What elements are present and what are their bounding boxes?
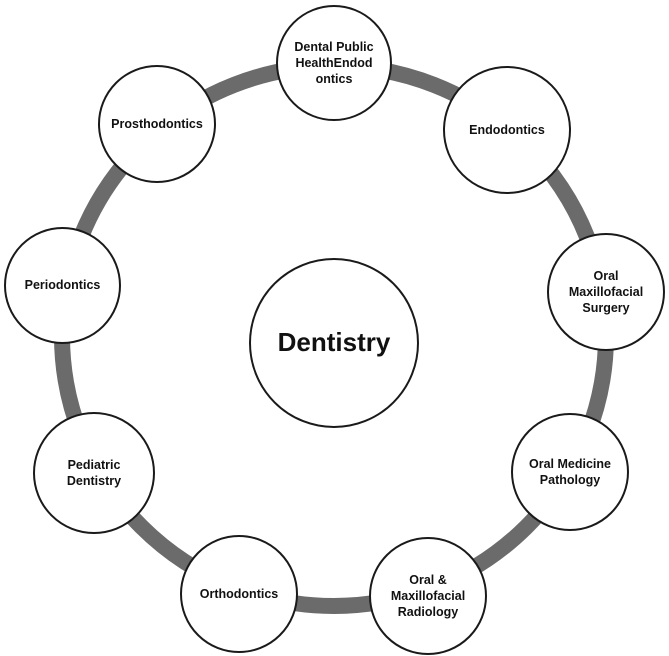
center-node-dentistry: Dentistry: [249, 258, 419, 428]
node-pediatric-dentistry: Pediatric Dentistry: [33, 412, 155, 534]
node-label-oral-maxillofacial-surgery: Oral Maxillofacial Surgery: [568, 268, 644, 316]
node-label-periodontics: Periodontics: [24, 278, 101, 293]
node-oral-medicine-pathology: Oral Medicine Pathology: [511, 413, 629, 531]
node-label-prosthodontics: Prosthodontics: [111, 116, 203, 131]
node-label-orthodontics: Orthodontics: [199, 586, 279, 601]
node-oral-maxillofacial-radiology: Oral & Maxillofacial Radiology: [369, 537, 487, 655]
node-label-dental-public-health: Dental Public HealthEndod ontics: [294, 39, 374, 87]
node-label-endodontics: Endodontics: [469, 122, 545, 137]
node-label-oral-medicine-pathology: Oral Medicine Pathology: [529, 456, 611, 487]
node-orthodontics: Orthodontics: [180, 535, 298, 653]
node-label-pediatric-dentistry: Pediatric Dentistry: [66, 457, 122, 488]
node-oral-maxillofacial-surgery: Oral Maxillofacial Surgery: [547, 233, 665, 351]
node-endodontics: Endodontics: [443, 66, 571, 194]
node-label-oral-maxillofacial-radiology: Oral & Maxillofacial Radiology: [390, 572, 466, 620]
node-periodontics: Periodontics: [4, 227, 121, 344]
center-label: Dentistry: [277, 327, 391, 358]
node-prosthodontics: Prosthodontics: [98, 65, 216, 183]
node-dental-public-health: Dental Public HealthEndod ontics: [276, 5, 392, 121]
